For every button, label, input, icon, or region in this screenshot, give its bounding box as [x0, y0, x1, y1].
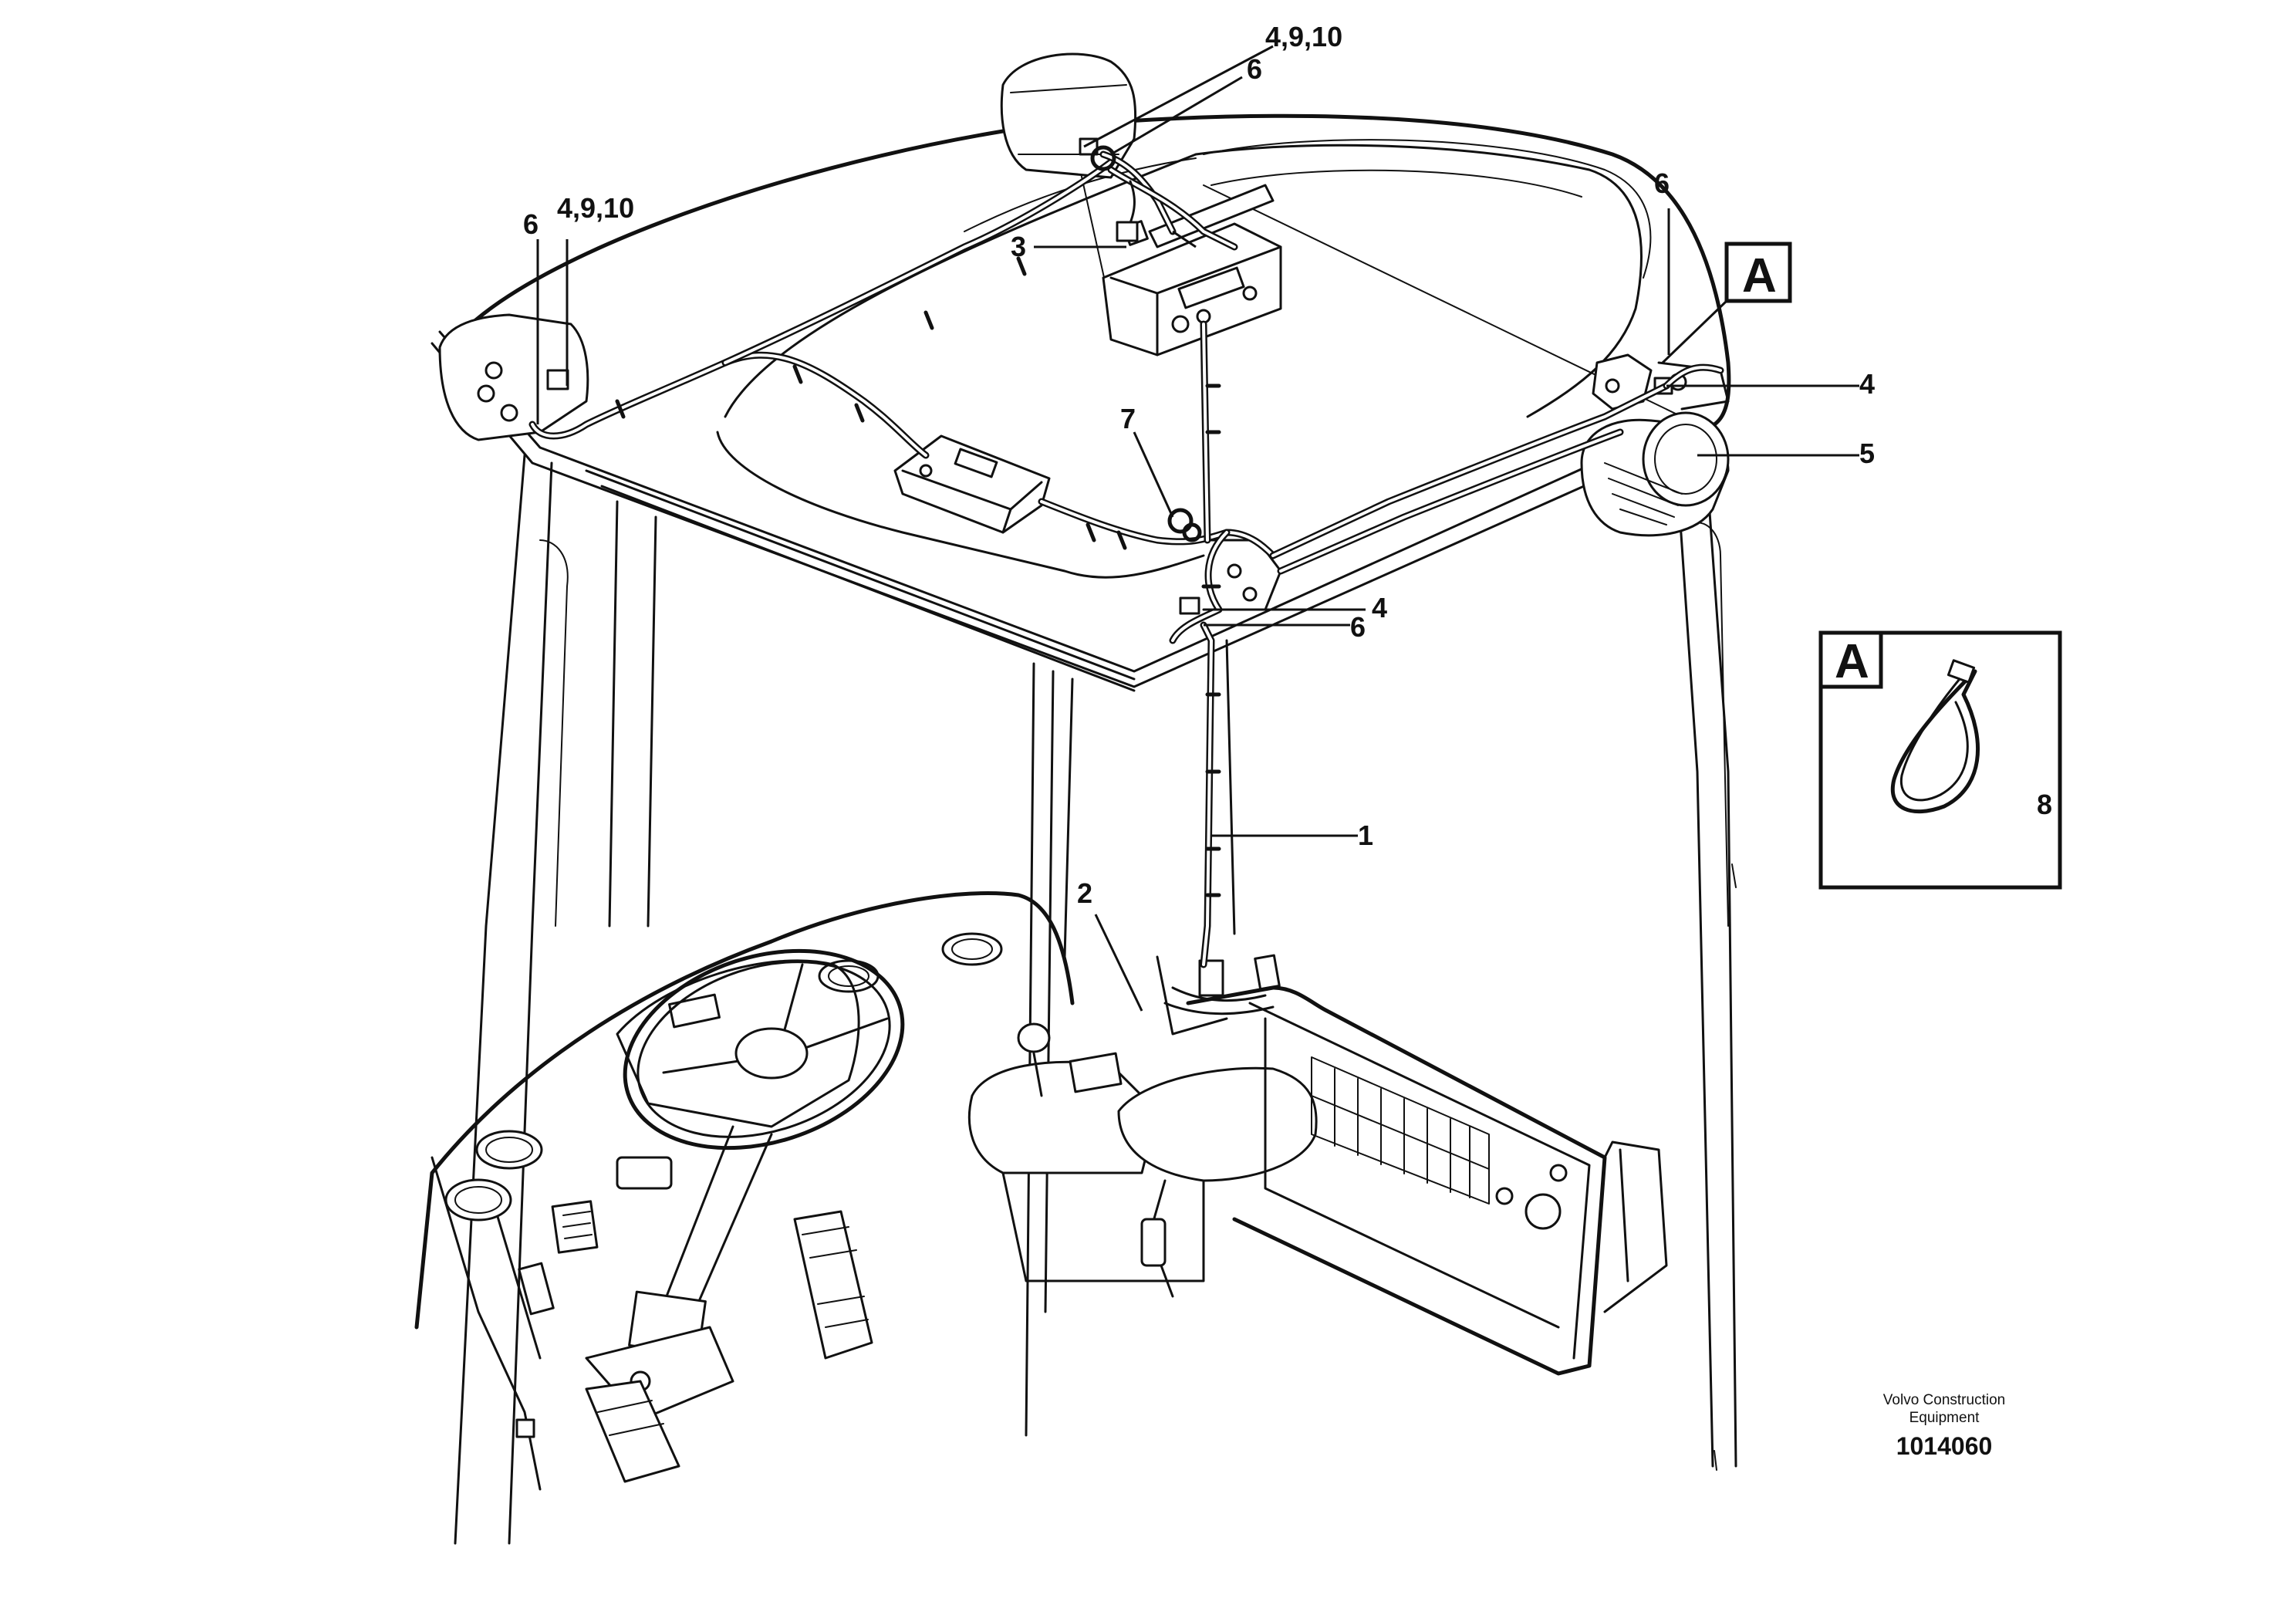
callout-6-mid: 6 [1350, 611, 1366, 643]
callout-4-9-10-top: 4,9,10 [1265, 21, 1342, 52]
callout-8: 8 [2037, 789, 2052, 820]
switch-grid [1311, 1056, 1490, 1205]
footer-doc-number: 1014060 [1896, 1432, 1993, 1460]
detail-box-a [1818, 630, 2062, 890]
dashboard [414, 891, 1668, 1491]
callout-3: 3 [1011, 231, 1026, 262]
callout-6-left: 6 [523, 208, 539, 240]
callout-1: 1 [1358, 819, 1373, 851]
callout-6-right: 6 [1654, 167, 1670, 199]
callout-4-mid: 4 [1372, 592, 1387, 623]
beacon [1580, 353, 1730, 537]
detail-ref-letter: A [1742, 249, 1777, 302]
callout-2: 2 [1077, 877, 1092, 909]
callout-5: 5 [1859, 438, 1875, 469]
callout-7: 7 [1120, 403, 1136, 434]
callout-6-top: 6 [1247, 53, 1262, 85]
callout-4-right: 4 [1859, 368, 1875, 400]
footer-company-line2: Equipment [1909, 1410, 1980, 1426]
leader-lines [536, 45, 2037, 1012]
footer-company-line1: Volvo Construction [1883, 1392, 2005, 1408]
wiring-harness [528, 145, 1724, 968]
radio-unit [1102, 184, 1282, 357]
detail-ref-box [1724, 242, 1792, 303]
callout-4-9-10-left: 4,9,10 [557, 192, 634, 224]
connector-block [893, 434, 1051, 534]
work-light-left [438, 313, 589, 441]
detail-box-letter: A [1835, 635, 1869, 688]
